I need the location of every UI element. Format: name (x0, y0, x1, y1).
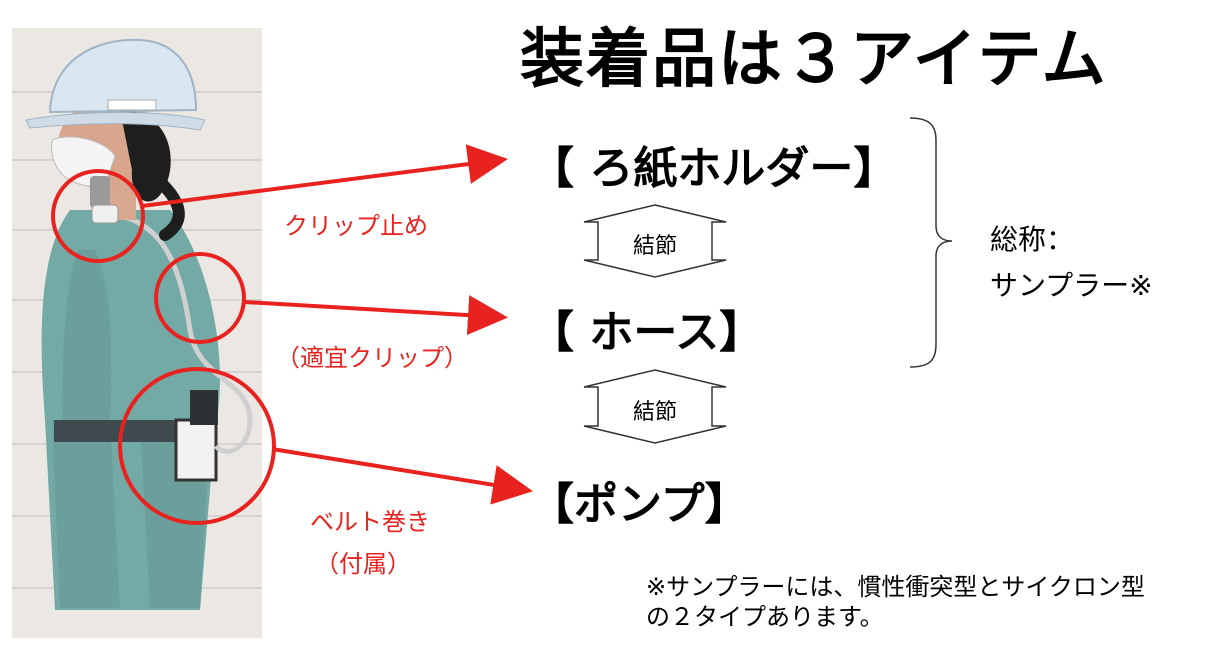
item-hose: 【 ホース】 (530, 307, 764, 358)
label-clip-stop: クリップ止め (284, 212, 428, 240)
group-brace (909, 117, 953, 368)
item-filter-holder: 【 ろ紙ホルダー】 (530, 143, 898, 194)
label-included: （付属） (315, 550, 411, 578)
joint-arrow-lower (583, 369, 727, 444)
highlight-circle-neck (51, 169, 145, 263)
arrow-to-pump (271, 447, 533, 505)
label-clip-optional: （適宜クリップ） (276, 344, 468, 372)
joint-label-upper: 結節 (632, 234, 677, 259)
item-pump: 【ポンプ】 (530, 479, 749, 530)
group-label-line1: 総称： (990, 223, 1075, 256)
footnote-line1: ※サンプラーには、慣性衝突型とサイクロン型 (646, 573, 1145, 601)
joint-arrow-upper (583, 204, 727, 278)
page-title: 装着品は３アイテム (520, 23, 1108, 97)
label-belt-wrap: ベルト巻き (310, 508, 430, 536)
group-label-line2: サンプラー※ (990, 269, 1153, 302)
footnote-line2: の２タイプあります。 (646, 603, 884, 631)
highlight-circle-waist (118, 367, 276, 525)
arrow-to-filter-holder (141, 144, 508, 208)
joint-label-lower: 結節 (632, 400, 677, 425)
highlight-circle-shoulder (154, 252, 246, 344)
arrow-to-hose (244, 295, 508, 336)
